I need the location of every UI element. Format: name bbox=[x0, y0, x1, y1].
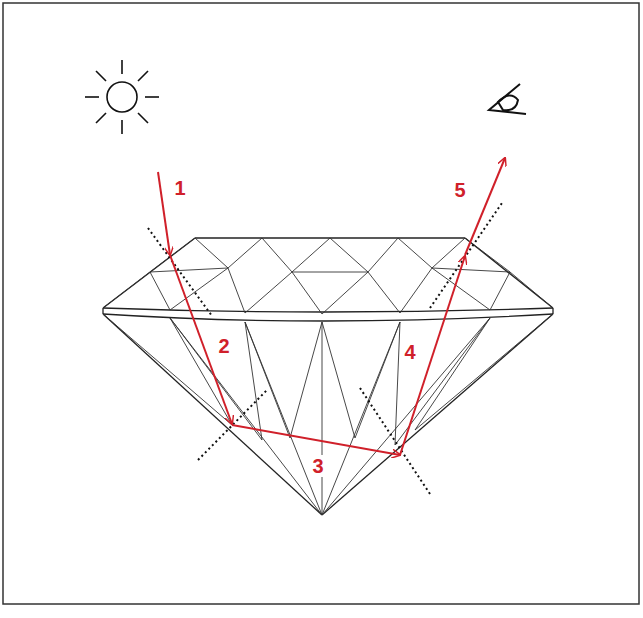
sun-icon bbox=[85, 60, 159, 134]
callout-number: 3 bbox=[310, 455, 325, 477]
callout-number: 1 bbox=[172, 177, 187, 199]
diamond-outline bbox=[103, 238, 553, 515]
callout-number: 4 bbox=[402, 341, 417, 363]
diamond-facets bbox=[103, 238, 553, 515]
light-ray bbox=[158, 158, 505, 455]
frame bbox=[3, 3, 639, 604]
callout-number: 2 bbox=[216, 335, 231, 357]
facet-normals bbox=[148, 203, 502, 494]
callout-number: 5 bbox=[452, 179, 467, 201]
eye-icon bbox=[489, 84, 526, 114]
